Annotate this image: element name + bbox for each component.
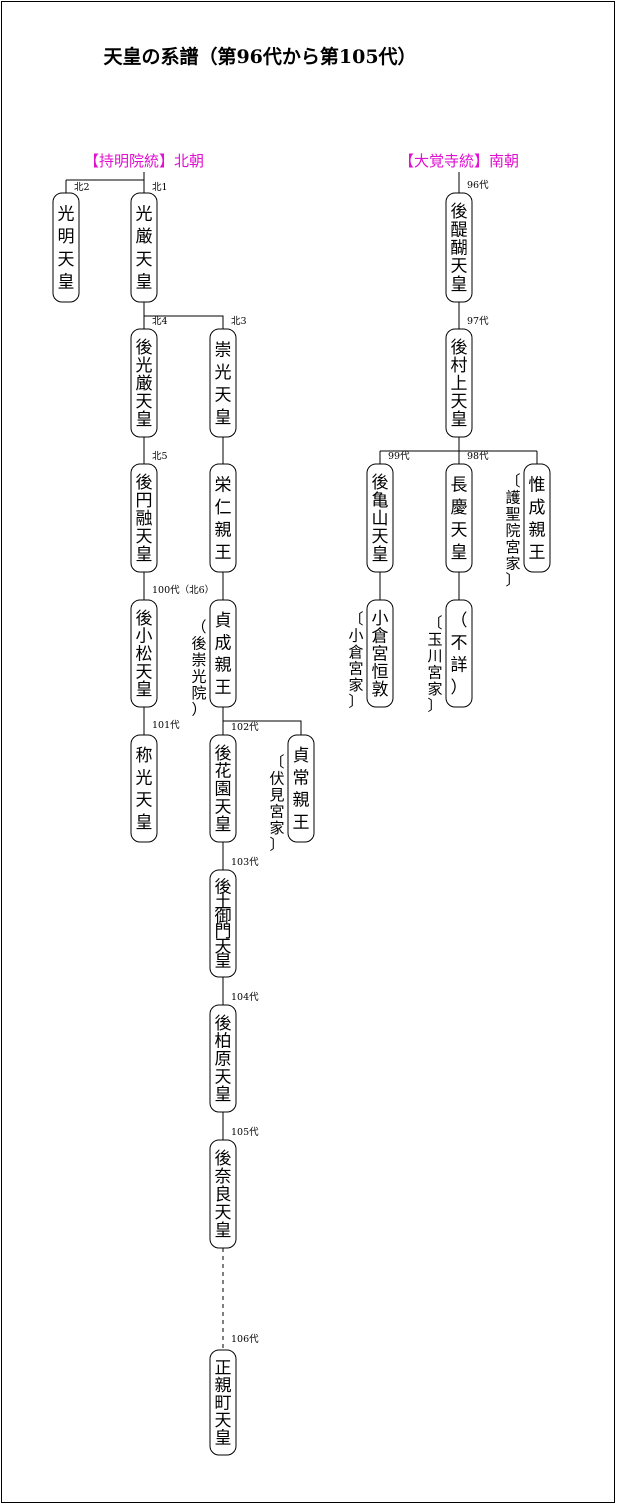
generation-label: 96代 bbox=[467, 180, 489, 191]
node-korenari: 惟成親王〔護聖院宮家〕 bbox=[505, 463, 551, 589]
lineage-label-south: 【大覚寺統】南朝 bbox=[399, 152, 519, 170]
node-shoko: 称光天皇 101代 bbox=[130, 720, 180, 843]
node-ogura: 小倉宮恒敦〔小倉宮家〕 bbox=[348, 599, 394, 711]
generation-label: 106代 bbox=[231, 1334, 259, 1345]
generation-label: 104代 bbox=[231, 992, 259, 1003]
node-name: 光厳天皇 bbox=[136, 204, 153, 292]
node-name: 後花園天皇 bbox=[215, 744, 232, 835]
node-name: 後円融天皇 bbox=[136, 473, 153, 565]
node-suko: 崇光天皇 北3 bbox=[209, 316, 247, 438]
generation-label: 98代 bbox=[467, 451, 489, 462]
node-box bbox=[366, 463, 394, 573]
node-box bbox=[209, 328, 237, 438]
lineage-label-north: 【持明院統】北朝 bbox=[84, 152, 204, 170]
node-eijin: 栄仁親王 bbox=[209, 463, 237, 573]
node-box bbox=[209, 1004, 237, 1113]
node-name: 正親町天皇 bbox=[215, 1359, 232, 1449]
generation-label: 北2 bbox=[74, 182, 90, 193]
generation-label: 北4 bbox=[152, 316, 168, 327]
node-name: 光明天皇 bbox=[58, 204, 75, 292]
node-box bbox=[130, 463, 158, 573]
generation-label: 北5 bbox=[152, 451, 168, 462]
generation-label: 105代 bbox=[231, 1127, 259, 1138]
node-name: 後奈良天皇 bbox=[215, 1149, 232, 1241]
node-note: 〔護聖院宮家〕 bbox=[505, 472, 520, 589]
node-note: 〔小倉宮家〕 bbox=[348, 610, 363, 711]
node-name: 後小松天皇 bbox=[136, 609, 153, 700]
node-box bbox=[130, 734, 158, 843]
node-godaigo: 後醍醐天皇 96代 bbox=[445, 180, 489, 303]
generation-label: 102代 bbox=[231, 722, 259, 733]
node-note: 〔玉川宮家〕 bbox=[427, 614, 442, 715]
node-name: 崇光天皇 bbox=[215, 340, 232, 428]
node-chokei: 長慶天皇 98代 bbox=[445, 451, 489, 573]
node-box bbox=[445, 599, 473, 708]
node-gokashiwabara: 後柏原天皇 104代 bbox=[209, 992, 259, 1113]
node-name: 後光厳天皇 bbox=[136, 338, 153, 430]
node-box bbox=[209, 599, 237, 708]
node-name: 惟成親王 bbox=[529, 475, 546, 563]
node-box bbox=[209, 734, 237, 843]
node-name: 後村上天皇 bbox=[451, 338, 468, 430]
node-box bbox=[130, 328, 158, 438]
node-name: 栄仁親王 bbox=[215, 475, 232, 563]
node-gokameyama: 後亀山天皇 99代 bbox=[366, 451, 410, 573]
node-gokomatsu: 後小松天皇 100代（北6） bbox=[130, 584, 214, 708]
node-name: 後土御門天皇 bbox=[215, 877, 232, 971]
node-box bbox=[209, 463, 237, 573]
generation-label: 101代 bbox=[152, 720, 180, 731]
node-name: 後柏原天皇 bbox=[215, 1014, 232, 1105]
generation-label: 97代 bbox=[467, 316, 489, 327]
node-goenyu: 後円融天皇 北5 bbox=[130, 451, 168, 573]
node-box bbox=[523, 463, 551, 573]
node-box bbox=[52, 192, 80, 303]
node-box bbox=[209, 1139, 237, 1249]
node-fusho: （不詳） 〔玉川宮家〕 bbox=[427, 599, 473, 715]
node-sadafusa: 貞成親王 （後崇光院） bbox=[191, 599, 237, 719]
node-komyo: 光明天皇 北2 bbox=[52, 182, 90, 303]
node-box bbox=[209, 1349, 237, 1456]
node-gotsuchimikado: 後土御門天皇 103代 bbox=[209, 857, 259, 978]
connector-lines bbox=[65, 172, 538, 1350]
generation-label: 北1 bbox=[152, 182, 168, 193]
node-gonara: 後奈良天皇 105代 bbox=[209, 1127, 259, 1249]
generation-label: 99代 bbox=[388, 451, 410, 462]
diagram-title: 天皇の系譜（第96代から第105代） bbox=[103, 45, 416, 68]
node-name: 後亀山天皇 bbox=[372, 473, 389, 565]
node-layer: 光明天皇 北2 光厳天皇 北1 後光厳天皇 北4 崇光天皇 北3 後円融天皇 北5 栄仁親王後小松天… bbox=[52, 180, 551, 1456]
generation-label: 103代 bbox=[231, 857, 259, 868]
generation-label: 100代（北6） bbox=[152, 584, 214, 596]
node-gokogon: 後光厳天皇 北4 bbox=[130, 316, 168, 438]
node-gomurakami: 後村上天皇 97代 bbox=[445, 316, 489, 438]
node-note: （後崇光院） bbox=[191, 618, 206, 719]
node-name: 貞常親王 bbox=[293, 746, 310, 833]
node-gohanazono: 後花園天皇 102代 bbox=[209, 722, 259, 843]
generation-label: 北3 bbox=[231, 316, 247, 327]
node-box bbox=[366, 599, 394, 708]
node-name: 小倉宮恒敦 bbox=[372, 609, 389, 700]
node-name: 長慶天皇 bbox=[451, 475, 468, 563]
node-box bbox=[209, 869, 237, 978]
node-ogimachi: 正親町天皇 106代 bbox=[209, 1334, 259, 1456]
node-box bbox=[445, 463, 473, 573]
node-name: 称光天皇 bbox=[136, 746, 153, 833]
node-name: 後醍醐天皇 bbox=[451, 202, 468, 295]
node-box bbox=[130, 192, 158, 303]
node-note: 〔伏見宮家〕 bbox=[269, 753, 284, 854]
node-name: 貞成親王 bbox=[215, 611, 232, 698]
node-box bbox=[445, 328, 473, 438]
node-name: （不詳） bbox=[451, 611, 468, 698]
node-kogon: 光厳天皇 北1 bbox=[130, 182, 168, 303]
node-sadatsune: 貞常親王〔伏見宮家〕 bbox=[269, 734, 315, 854]
node-box bbox=[130, 599, 158, 708]
node-box bbox=[445, 192, 473, 303]
node-box bbox=[287, 734, 315, 843]
